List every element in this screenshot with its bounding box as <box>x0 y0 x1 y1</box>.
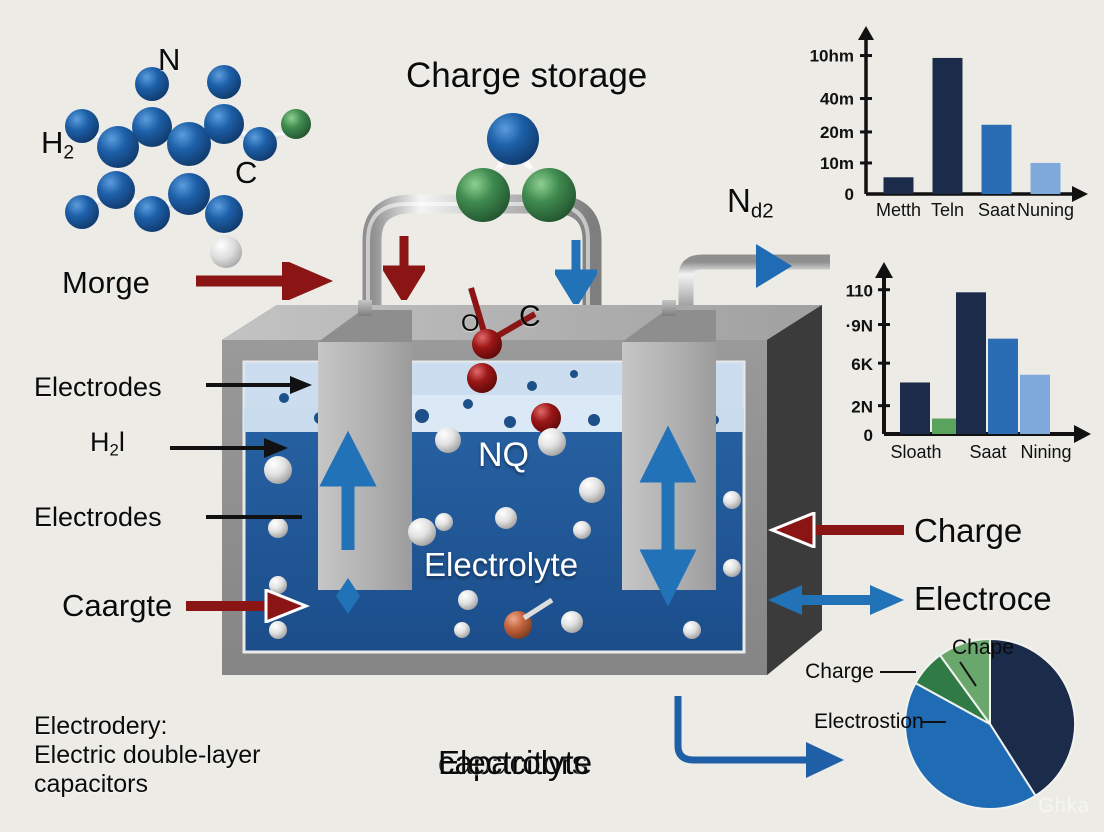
ion-red <box>467 363 497 393</box>
svg-text:6K: 6K <box>851 355 873 374</box>
ion-flow-arrow-right-icon <box>639 425 697 607</box>
label-electrolyte-caption: Electrolyte <box>438 744 593 781</box>
label-electrode-right: Electroce <box>914 580 1052 617</box>
atom-carbon <box>168 173 210 215</box>
atom-nitrogen <box>135 67 169 101</box>
atom-carbon <box>97 126 139 168</box>
svg-text:Nuning: Nuning <box>1017 200 1074 220</box>
label-charge: Charge <box>914 512 1023 549</box>
gas-atom-green <box>522 168 576 222</box>
atom-hydrogen <box>210 236 242 268</box>
watermark: Ghka <box>1038 795 1090 817</box>
molecule-label-h2: H2 <box>41 125 75 164</box>
svg-text:2N: 2N <box>851 398 873 417</box>
ion-flow-arrow-left-icon <box>319 430 377 550</box>
svg-text:0: 0 <box>845 185 854 204</box>
label-atom-o: O <box>461 310 480 337</box>
svg-text:10m: 10m <box>820 154 854 173</box>
svg-text:0: 0 <box>864 426 873 445</box>
arrow-caargte-icon <box>186 589 311 623</box>
caption-line-3: capacitors <box>34 770 148 798</box>
label-electrolyte-inner: Electrolyte <box>424 546 579 583</box>
svg-text:40m: 40m <box>820 90 854 109</box>
atom-carbon <box>205 195 243 233</box>
arrow-to-pie-icon <box>674 696 844 778</box>
ion-red <box>531 403 561 433</box>
svg-text:Teln: Teln <box>931 200 964 220</box>
svg-text:Saat: Saat <box>978 200 1015 220</box>
arrow-electrodes-bottom-icon <box>206 515 302 519</box>
svg-text:Sloath: Sloath <box>890 442 941 462</box>
label-atom-c: C <box>519 300 541 333</box>
atom-carbon <box>97 171 135 209</box>
caption-line-2: Electric double-layer <box>34 741 261 769</box>
atom-carbon <box>65 195 99 229</box>
svg-text:Nining: Nining <box>1020 442 1071 462</box>
atom-carbon <box>243 127 277 161</box>
gas-molecule <box>456 113 576 222</box>
atom-chlorine <box>281 109 311 139</box>
atom-carbon <box>65 109 99 143</box>
atom-carbon <box>204 104 244 144</box>
capacitor-cell <box>222 300 822 675</box>
label-electrolyte-bottom: capacitors <box>438 744 589 781</box>
atom-carbon <box>167 122 211 166</box>
label-caargte: Caargte <box>62 588 173 623</box>
gas-atom-green <box>456 168 510 222</box>
atom-carbon <box>132 107 172 147</box>
pipe-flow-arrow-icon <box>756 244 792 288</box>
label-h2l: H2l <box>90 427 125 460</box>
atom-carbon <box>134 196 170 232</box>
label-morge: Morge <box>62 265 150 300</box>
arrow-electrodes-top-icon <box>206 376 312 394</box>
page-title: Charge storage <box>406 56 648 95</box>
gas-atom-blue <box>487 113 539 165</box>
caption-block: Electrodery: Electric double-layer capac… <box>34 712 261 799</box>
arrow-h2l-icon <box>170 438 288 458</box>
svg-text:Charge: Charge <box>805 660 874 683</box>
molecule-label-c: C <box>235 155 258 190</box>
oc-molecule <box>468 287 537 359</box>
label-nq: NQ <box>478 436 529 474</box>
svg-text:Saat: Saat <box>969 442 1006 462</box>
svg-text:Electrostion: Electrostion <box>814 710 924 733</box>
arrow-electrode-double-icon <box>768 585 904 615</box>
molecule-label-n: N <box>158 42 181 77</box>
label-electrodes-top: Electrodes <box>34 372 162 402</box>
svg-text:Chape: Chape <box>952 636 1014 659</box>
caption-line-1: Electrodery: <box>34 712 168 740</box>
pipe-gas-label: Nd2 <box>727 182 774 223</box>
molecule-diagram <box>65 65 311 268</box>
svg-text:Metth: Metth <box>876 200 921 220</box>
electrolyte-ions <box>264 427 741 639</box>
svg-text:10hm: 10hm <box>810 47 854 66</box>
arrow-charge-icon <box>768 512 904 548</box>
label-electrodes-bottom: Electrodes <box>34 502 162 532</box>
svg-text:110: 110 <box>846 282 873 301</box>
inlet-red-arrow-icon <box>383 236 425 300</box>
svg-text:20m: 20m <box>820 123 854 142</box>
atom-oxygen <box>207 65 241 99</box>
arrow-morge-icon <box>196 262 334 300</box>
svg-text:·9N: ·9N <box>846 317 873 336</box>
inlet-blue-arrow-icon <box>555 240 597 304</box>
